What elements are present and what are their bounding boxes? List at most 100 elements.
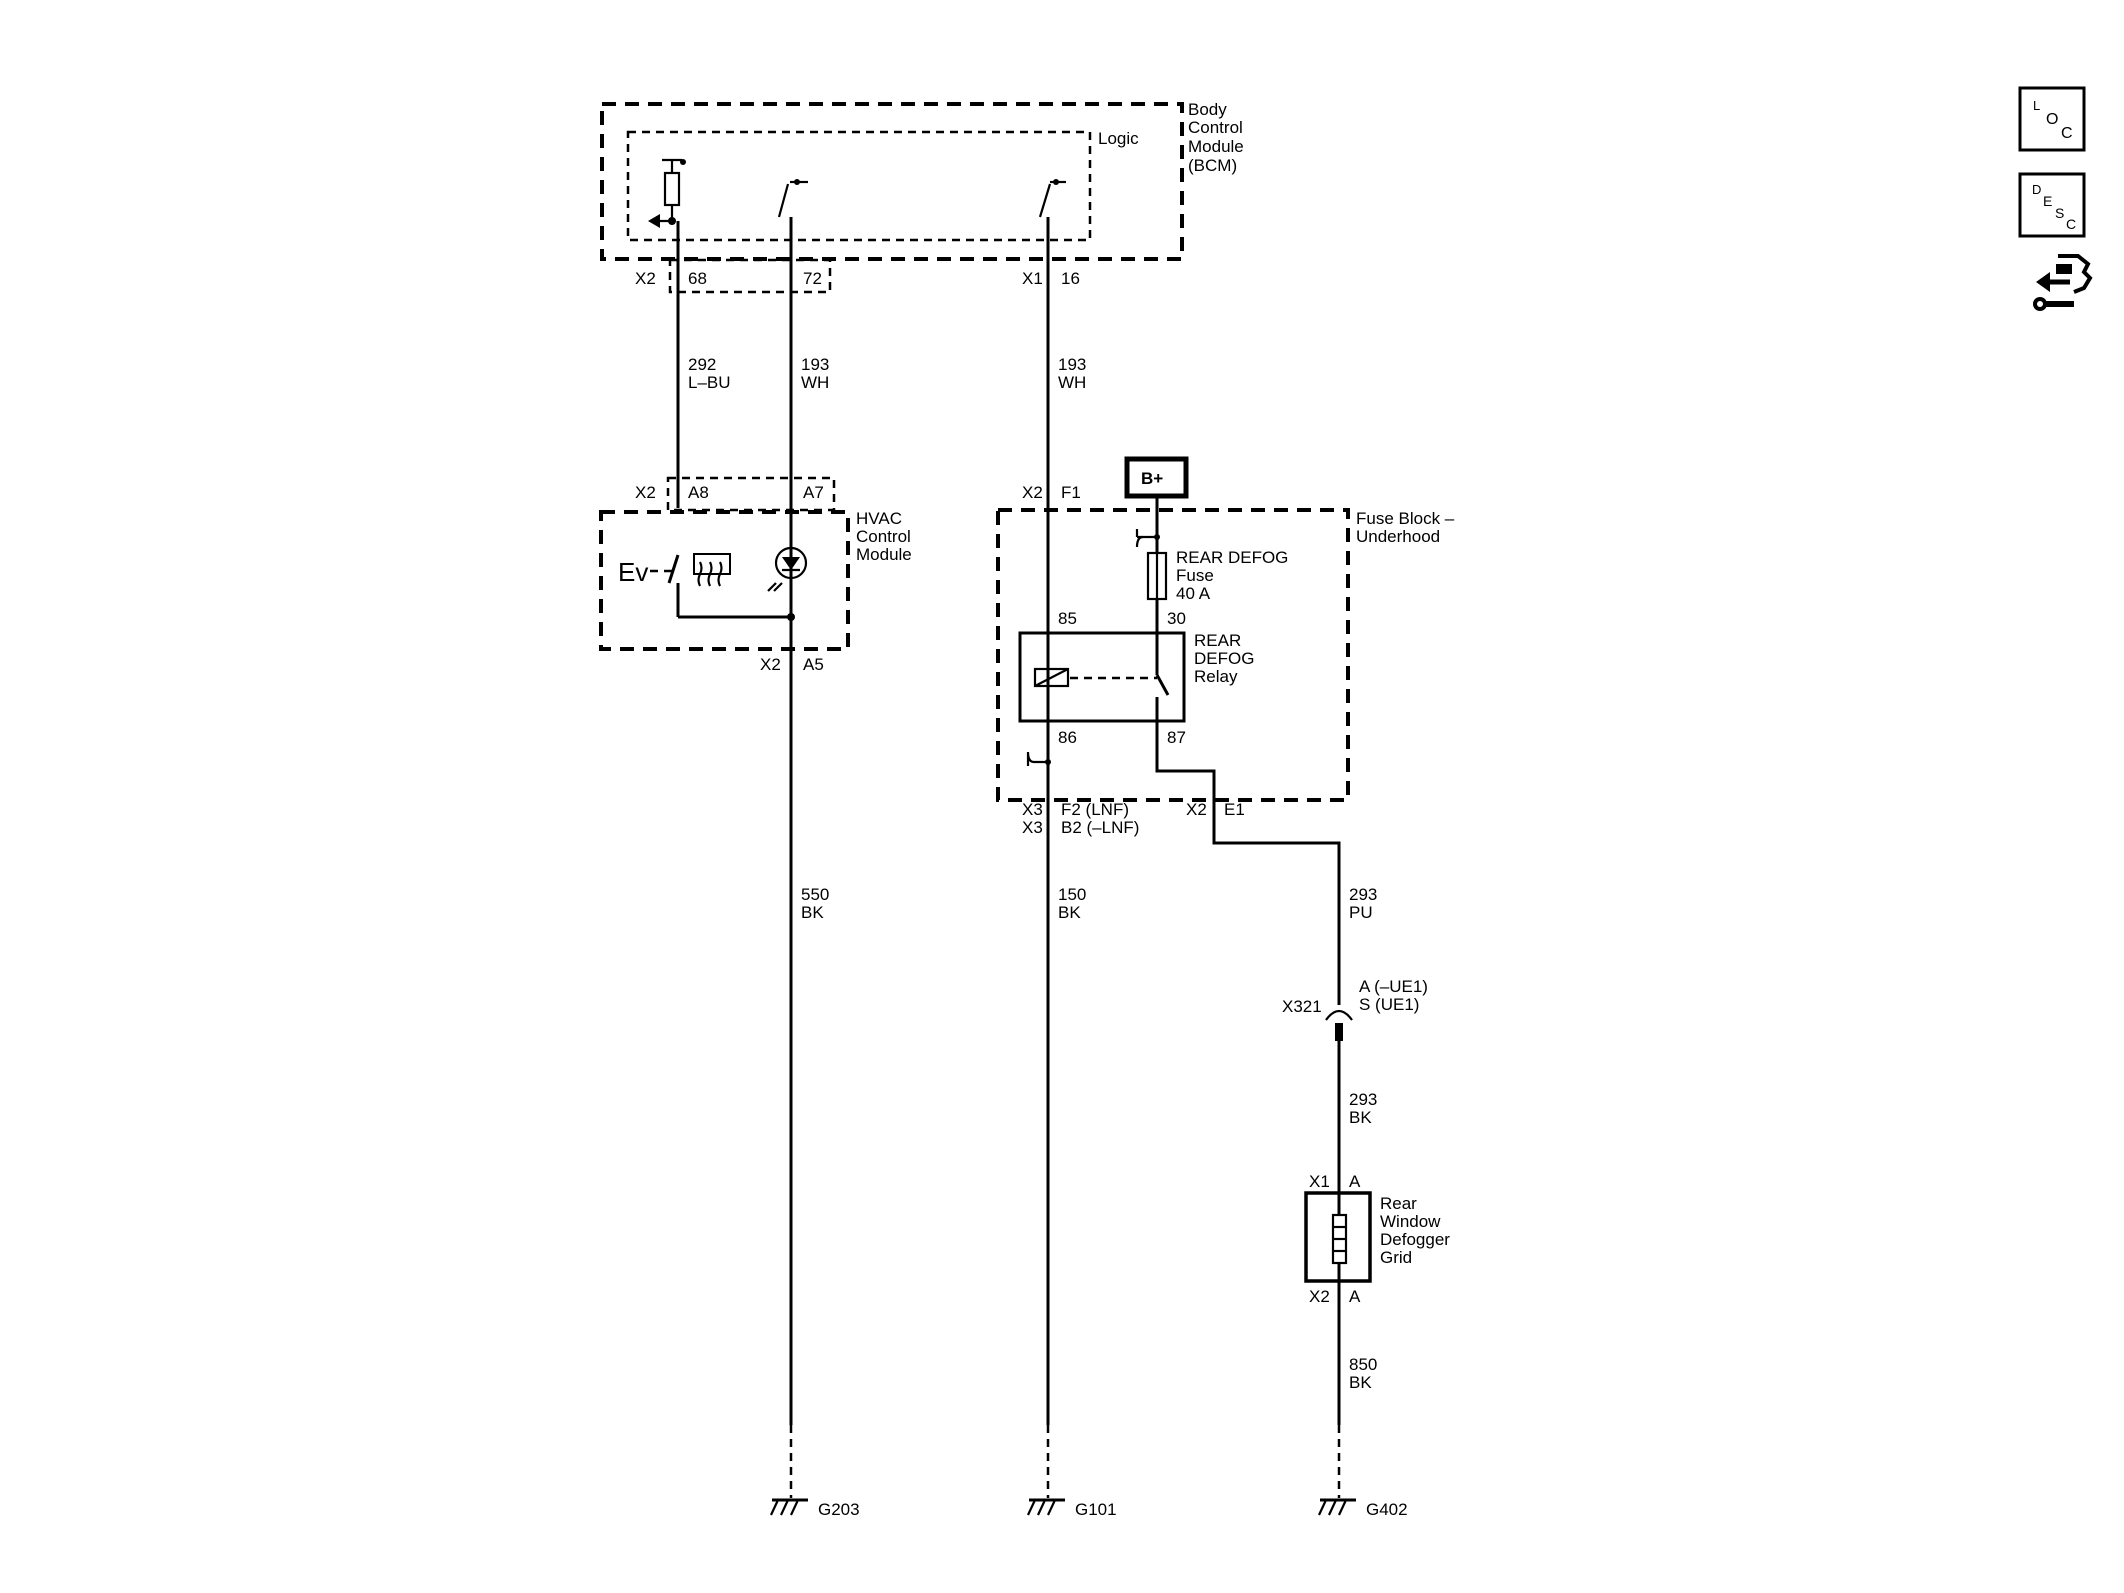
loc-icon[interactable]: L O C	[2018, 86, 2086, 152]
wire-193-relay: 193 WH	[1046, 217, 1086, 1425]
connector-info-icon[interactable]	[2033, 254, 2093, 311]
rear-window-defogger-grid: X1 A Rear Window Defogger Grid X2 A	[1304, 1172, 1450, 1306]
fuse-block-conn-x3b: X3	[1022, 818, 1043, 837]
relay-pin-86: 86	[1058, 728, 1077, 747]
fuse-block-pin-f1: F1	[1061, 483, 1081, 502]
indicator-led-icon	[767, 546, 808, 592]
ground-g203-label: G203	[818, 1500, 860, 1519]
bcm-outline	[600, 102, 1184, 261]
relay-87-output-path	[1155, 765, 1341, 1005]
fuse-block-name-line1: Fuse Block –	[1356, 509, 1455, 528]
bcm-pin-68: 68	[688, 269, 707, 288]
ground-g203: G203	[770, 1425, 860, 1519]
fuse-block-conn-f1: X2	[1022, 483, 1043, 502]
bcm-pullup-resistor-icon	[662, 158, 686, 221]
svg-text:C: C	[2061, 125, 2073, 142]
hvac-control-module: X2 A8 A7 HVAC Control Module Ev	[599, 476, 912, 674]
hvac-ev-label: Ev	[618, 557, 648, 587]
bcm-logic-label: Logic	[1098, 129, 1139, 148]
desc-icon[interactable]: D E S C	[2018, 172, 2086, 238]
bcm-name-line2: Control	[1188, 118, 1243, 137]
wire-193-hvac: 193 WH	[789, 217, 829, 1425]
defogger-top-pin: A	[1349, 1172, 1361, 1191]
defogger-name-line4: Grid	[1380, 1248, 1412, 1267]
fuse-block-conn-x3a: X3	[1022, 800, 1043, 819]
bcm-switch-72-icon	[777, 179, 808, 218]
relay-86-busbar-icon	[1026, 751, 1048, 766]
wire-850-color: BK	[1349, 1373, 1372, 1392]
wire-550-number: 550	[801, 885, 829, 904]
fuse-label-line2: Fuse	[1176, 566, 1214, 585]
relay-pin-30: 30	[1167, 609, 1186, 628]
x321-pin-a: A (–UE1)	[1359, 977, 1428, 996]
relay-switch-icon	[1155, 674, 1170, 765]
rear-defrost-icon	[693, 553, 731, 587]
rear-defog-relay-outline	[1018, 631, 1186, 723]
wire-293pu-color: PU	[1349, 903, 1373, 922]
wire-292-number: 292	[688, 355, 716, 374]
ground-g402: G402	[1318, 1425, 1408, 1519]
wire-150-number: 150	[1058, 885, 1086, 904]
fuse-block-outline	[996, 508, 1350, 802]
wire-193a-color: WH	[801, 373, 829, 392]
wire-850-number: 850	[1349, 1355, 1377, 1374]
fuse-block-conn-e1: X2	[1186, 800, 1207, 819]
bcm-output-arrow-icon	[648, 214, 676, 228]
bcm-name-line4: (BCM)	[1188, 156, 1237, 175]
relay-label-line1: REAR	[1194, 631, 1241, 650]
wire-293bk-color: BK	[1349, 1108, 1372, 1127]
ground-g101-label: G101	[1075, 1500, 1117, 1519]
fuse-block-name-line2: Underhood	[1356, 527, 1440, 546]
x321-id: X321	[1282, 997, 1322, 1016]
wire-292-color: L–BU	[688, 373, 731, 392]
bcm-name-line3: Module	[1188, 137, 1244, 156]
bcm-pin-16: 16	[1061, 269, 1080, 288]
defogger-bot-pin: A	[1349, 1287, 1361, 1306]
wire-193b-number: 193	[1058, 355, 1086, 374]
wire-193a-number: 193	[801, 355, 829, 374]
relay-label-line3: Relay	[1194, 667, 1238, 686]
defogger-top-conn: X1	[1309, 1172, 1330, 1191]
defogger-name-line2: Window	[1380, 1212, 1441, 1231]
hvac-pin-a5: A5	[803, 655, 824, 674]
svg-text:O: O	[2046, 111, 2058, 128]
bcm-x2-connector-outline	[668, 258, 832, 294]
hvac-name-line1: HVAC	[856, 509, 902, 528]
relay-pin-85: 85	[1058, 609, 1077, 628]
wire-293pu-number: 293	[1349, 885, 1377, 904]
svg-text:D: D	[2032, 182, 2041, 197]
battery-label: B+	[1141, 469, 1163, 488]
bcm-conn-x1: X1	[1022, 269, 1043, 288]
wire-292: 292 L–BU	[676, 221, 731, 508]
wire-293bk-number: 293	[1349, 1090, 1377, 1109]
fuse-block-underhood: B+ X2 F1 Fuse Block – Underhood REAR DEF…	[996, 456, 1455, 1005]
bcm-switch-16-icon	[1038, 179, 1066, 218]
bcm-logic-outline	[626, 130, 1092, 242]
defogger-bot-conn: X2	[1309, 1287, 1330, 1306]
wire-550-color: BK	[801, 903, 824, 922]
hvac-switch-icon	[667, 554, 795, 621]
fuse-label-line1: REAR DEFOG	[1176, 548, 1288, 567]
wire-150-color: BK	[1058, 903, 1081, 922]
fuse-label-line3: 40 A	[1176, 584, 1211, 603]
hvac-name-line3: Module	[856, 545, 912, 564]
svg-text:S: S	[2055, 205, 2064, 221]
wire-193b-color: WH	[1058, 373, 1086, 392]
fuse-block-pin-e1: E1	[1224, 800, 1245, 819]
hvac-pin-a8: A8	[688, 483, 709, 502]
ground-g402-label: G402	[1366, 1500, 1408, 1519]
hvac-name-line2: Control	[856, 527, 911, 546]
x321-pin-s: S (UE1)	[1359, 995, 1419, 1014]
relay-coil-icon	[1033, 667, 1070, 688]
defogger-name-line3: Defogger	[1380, 1230, 1450, 1249]
svg-text:L: L	[2033, 98, 2040, 113]
fuse-block-pin-b2: B2 (–LNF)	[1061, 818, 1139, 837]
relay-label-line2: DEFOG	[1194, 649, 1254, 668]
bcm-pin-72: 72	[803, 269, 822, 288]
defogger-name-line1: Rear	[1380, 1194, 1417, 1213]
svg-text:C: C	[2066, 216, 2076, 232]
hvac-conn-top: X2	[635, 483, 656, 502]
defogger-grid-icon	[1331, 1193, 1348, 1281]
hvac-pin-a7: A7	[803, 483, 824, 502]
